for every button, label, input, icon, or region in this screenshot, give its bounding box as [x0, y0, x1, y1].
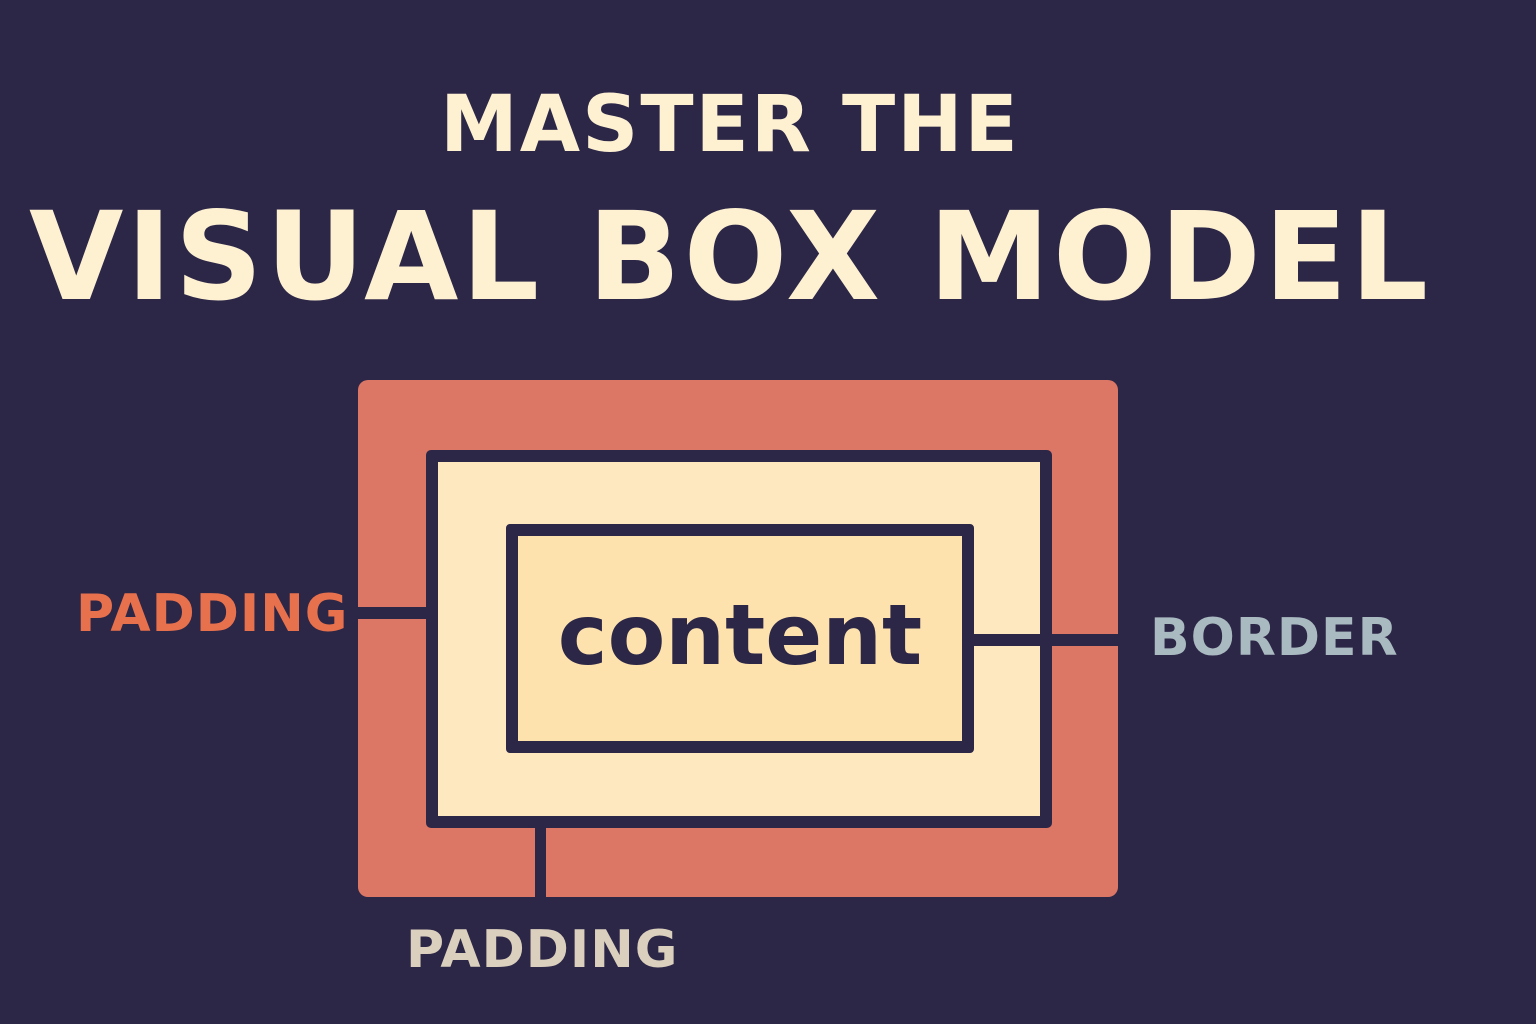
title-line-1: MASTER THE [440, 80, 1020, 170]
title-line-2: VISUAL BOX MODEL [29, 186, 1431, 328]
bottom-leader-line [535, 820, 546, 897]
content-label: content [557, 585, 923, 684]
bottom-padding-label: PADDING [406, 920, 679, 980]
right-leader-line [972, 634, 1118, 646]
left-leader-line [358, 607, 430, 619]
content-box: content [506, 524, 974, 753]
border-label: BORDER [1150, 608, 1399, 668]
left-padding-label: PADDING [76, 584, 349, 644]
